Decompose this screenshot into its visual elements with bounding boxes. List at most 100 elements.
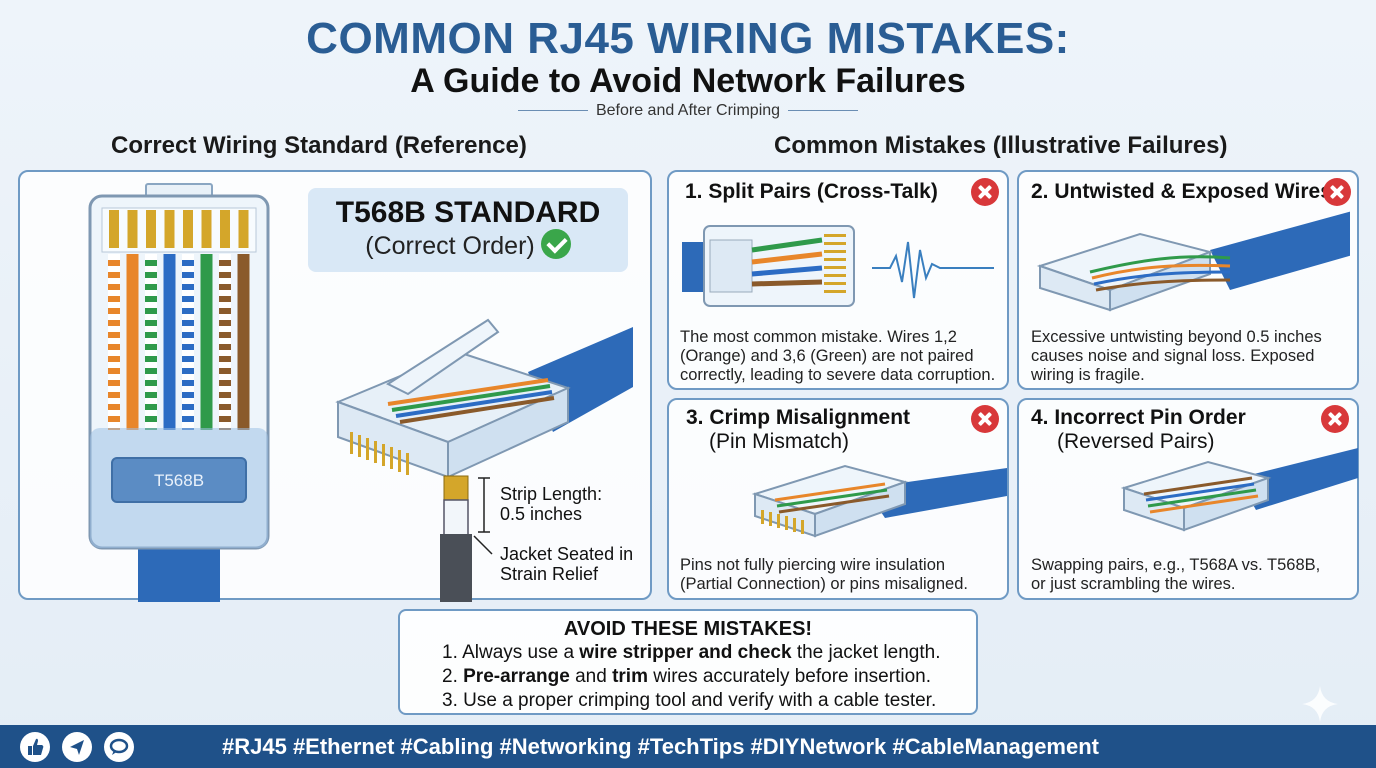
noise-waveform xyxy=(872,241,994,299)
tagline-text: Before and After Crimping xyxy=(595,102,781,119)
untwisted-wires-diagram xyxy=(1036,211,1350,312)
page-subtitle: A Guide to Avoid Network Failures xyxy=(410,62,966,100)
wire-stripe xyxy=(219,266,231,272)
error-x-icon xyxy=(1321,405,1349,433)
wire xyxy=(126,254,139,430)
wire-stripe xyxy=(182,386,194,392)
error-x-icon xyxy=(971,405,999,433)
gold-pin xyxy=(127,210,138,248)
hashtags: #RJ45 #Ethernet #Cabling #Networking #Te… xyxy=(222,734,1099,759)
label-tab xyxy=(111,457,247,503)
wire-stripe xyxy=(182,326,194,332)
wire-stripe xyxy=(108,326,120,332)
mistake-2-title: 2. Untwisted & Exposed Wires xyxy=(1031,180,1332,203)
wire-stripe xyxy=(182,362,194,368)
error-x-icon xyxy=(1323,178,1351,206)
wire-stripe xyxy=(108,266,120,272)
wire-stripe xyxy=(108,410,120,416)
wire-stripe xyxy=(219,374,231,380)
wire-stripe xyxy=(145,254,157,260)
standard-sub-text: (Correct Order) xyxy=(365,232,535,260)
wire-stripe xyxy=(182,338,194,344)
wire-stripe xyxy=(182,302,194,308)
tip-2: 2. Pre-arrange and trim wires accurately… xyxy=(442,666,931,687)
wire-stripe xyxy=(182,278,194,284)
wire-stripe xyxy=(108,386,120,392)
wire-stripe xyxy=(108,374,120,380)
gold-pin xyxy=(238,210,249,248)
wire-stripe xyxy=(108,398,120,404)
wire-stripe xyxy=(219,410,231,416)
wire-stripe xyxy=(182,398,194,404)
wire-stripe xyxy=(182,290,194,296)
tips-box: AVOID THESE MISTAKES! 1. Always use a wi… xyxy=(398,609,978,715)
wire xyxy=(200,254,213,430)
mistake-4-title: 4. Incorrect Pin Order xyxy=(1031,406,1246,429)
mistake-4-desc: Swapping pairs, e.g., T568A vs. T568B,or… xyxy=(1031,556,1321,593)
reversed-pairs-diagram xyxy=(1120,448,1358,532)
wire-stripe xyxy=(219,398,231,404)
crimp-misalignment-diagram xyxy=(751,464,1007,538)
connector-label: T568B xyxy=(154,471,204,490)
thumbs-up-icon[interactable] xyxy=(20,732,50,762)
wire-stripe xyxy=(145,314,157,320)
standard-subtitle: (Correct Order) xyxy=(308,229,628,262)
wire-stripe xyxy=(219,350,231,356)
sparkle-icon xyxy=(1302,686,1338,722)
mistake-1-desc: The most common mistake. Wires 1,2(Orang… xyxy=(680,328,996,384)
wire-stripe xyxy=(145,374,157,380)
divider xyxy=(517,110,588,112)
wire-stripe xyxy=(108,362,120,368)
wire-stripe xyxy=(145,338,157,344)
wire-stripe xyxy=(145,266,157,272)
mistake-3-title: 3. Crimp Misalignment xyxy=(686,406,911,429)
mistake-3-desc: Pins not fully piercing wire insulation(… xyxy=(680,556,968,593)
split-pairs-diagram xyxy=(682,225,994,307)
wire-stripe xyxy=(145,326,157,332)
wire-stripe xyxy=(108,254,120,260)
wire-stripe xyxy=(219,422,231,428)
tip-1: 1. Always use a wire stripper and check … xyxy=(442,642,941,663)
wire xyxy=(163,254,176,430)
wire-stripe xyxy=(219,278,231,284)
wire-stripe xyxy=(108,314,120,320)
gold-pin xyxy=(164,210,175,248)
wire-stripe xyxy=(182,350,194,356)
wire-stripe xyxy=(145,410,157,416)
mistake-1-title: 1. Split Pairs (Cross-Talk) xyxy=(685,180,938,203)
gold-pin xyxy=(220,210,230,248)
wire-stripe xyxy=(182,410,194,416)
wire-stripe xyxy=(108,350,120,356)
wire-stripe xyxy=(182,374,194,380)
check-icon xyxy=(540,229,571,260)
wire-stripe xyxy=(108,290,120,296)
tips-heading: AVOID THESE MISTAKES! xyxy=(563,618,813,640)
page-title: COMMON RJ45 WIRING MISTAKES: xyxy=(306,14,1070,63)
wire-stripe xyxy=(182,314,194,320)
wire-stripe xyxy=(145,386,157,392)
wire-stripe xyxy=(108,422,120,428)
gold-pin xyxy=(183,210,193,248)
wire xyxy=(237,254,250,430)
gold-pin xyxy=(201,210,212,248)
tip-3: 3. Use a proper crimping tool and verify… xyxy=(442,690,937,711)
wire-stripe xyxy=(219,362,231,368)
reference-heading: Correct Wiring Standard (Reference) xyxy=(111,132,527,159)
wire-stripe xyxy=(182,254,194,260)
wire-stripe xyxy=(219,386,231,392)
footer-bar: #RJ45 #Ethernet #Cabling #Networking #Te… xyxy=(0,725,1376,768)
wire-stripe xyxy=(145,422,157,428)
divider xyxy=(788,110,859,112)
mistake-3-subtitle: (Pin Mismatch) xyxy=(709,430,850,453)
gold-pins xyxy=(350,432,409,475)
wire-stripe xyxy=(108,338,120,344)
page-tagline: Before and After Crimping xyxy=(0,102,1376,120)
wire-stripe xyxy=(219,326,231,332)
visible-wires xyxy=(387,378,555,424)
send-icon[interactable] xyxy=(62,732,92,762)
wire-stripe xyxy=(182,422,194,428)
wire-stripe xyxy=(145,350,157,356)
chat-bubble-icon[interactable] xyxy=(104,732,134,762)
wire-stripe xyxy=(219,338,231,344)
